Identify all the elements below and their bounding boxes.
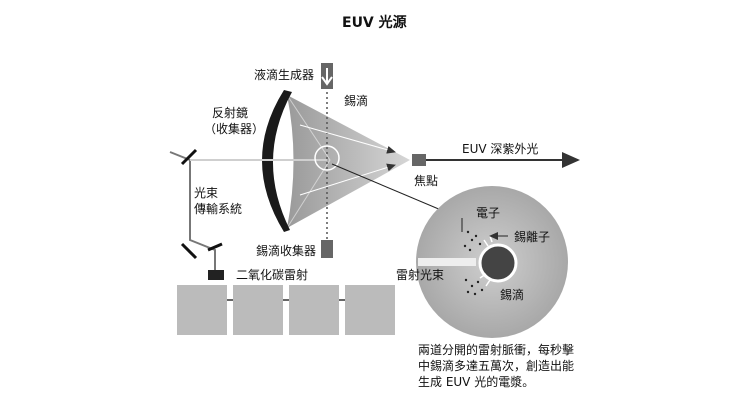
label-co2-laser: 二氧化碳雷射 (236, 268, 309, 282)
label-beam-line2: 傳輸系統 (194, 202, 243, 216)
euv-light-cone (287, 95, 410, 228)
beam-path (169, 151, 216, 280)
label-mirror-line1: 反射鏡 (212, 106, 249, 120)
focus-box (412, 154, 426, 166)
label-tin-collector: 錫滴收集器 (256, 244, 317, 258)
label-laser-beam: 雷射光束 (396, 268, 445, 282)
diagram-caption: 兩道分開的雷射脈衝，每秒擊 中錫滴多達五萬次，創造出能 生成 EUV 光的電漿。 (418, 342, 588, 390)
laser-block-3 (289, 285, 339, 335)
inset-laser-beam (418, 258, 476, 266)
laser-block-2 (233, 285, 283, 335)
inset-particles (463, 230, 484, 296)
tin-collector (321, 240, 333, 258)
caption-line1: 兩道分開的雷射脈衝，每秒擊 (418, 343, 575, 357)
beam-mirror-bottom-left (180, 242, 198, 260)
label-beam-line1: 光束 (194, 186, 219, 200)
label-droplet-generator: 液滴生成器 (254, 68, 315, 82)
label-euv-light: EUV 深紫外光 (462, 142, 539, 156)
label-focus: 焦點 (414, 174, 439, 188)
laser-head (208, 270, 224, 280)
label-electron: 電子 (476, 206, 501, 220)
diagram-title: EUV 光源 (342, 15, 407, 31)
label-tin-ion: 錫離子 (514, 230, 551, 244)
inset-tin-droplet (478, 243, 518, 283)
caption-line3: 生成 EUV 光的電漿。 (418, 375, 535, 389)
beam-mirror-top (180, 148, 198, 166)
laser-block-1 (177, 285, 227, 335)
label-tin-droplet-inset: 錫滴 (500, 288, 525, 302)
interaction-point (314, 145, 340, 171)
label-tin-droplet: 錫滴 (344, 94, 369, 108)
beam-mirror-bottom-right (207, 242, 223, 252)
label-mirror-line2: （收集器） (204, 122, 265, 136)
caption-line2: 中錫滴多達五萬次，創造出能 (418, 359, 575, 373)
laser-block-4 (345, 285, 395, 335)
mirror-collector (262, 90, 292, 232)
